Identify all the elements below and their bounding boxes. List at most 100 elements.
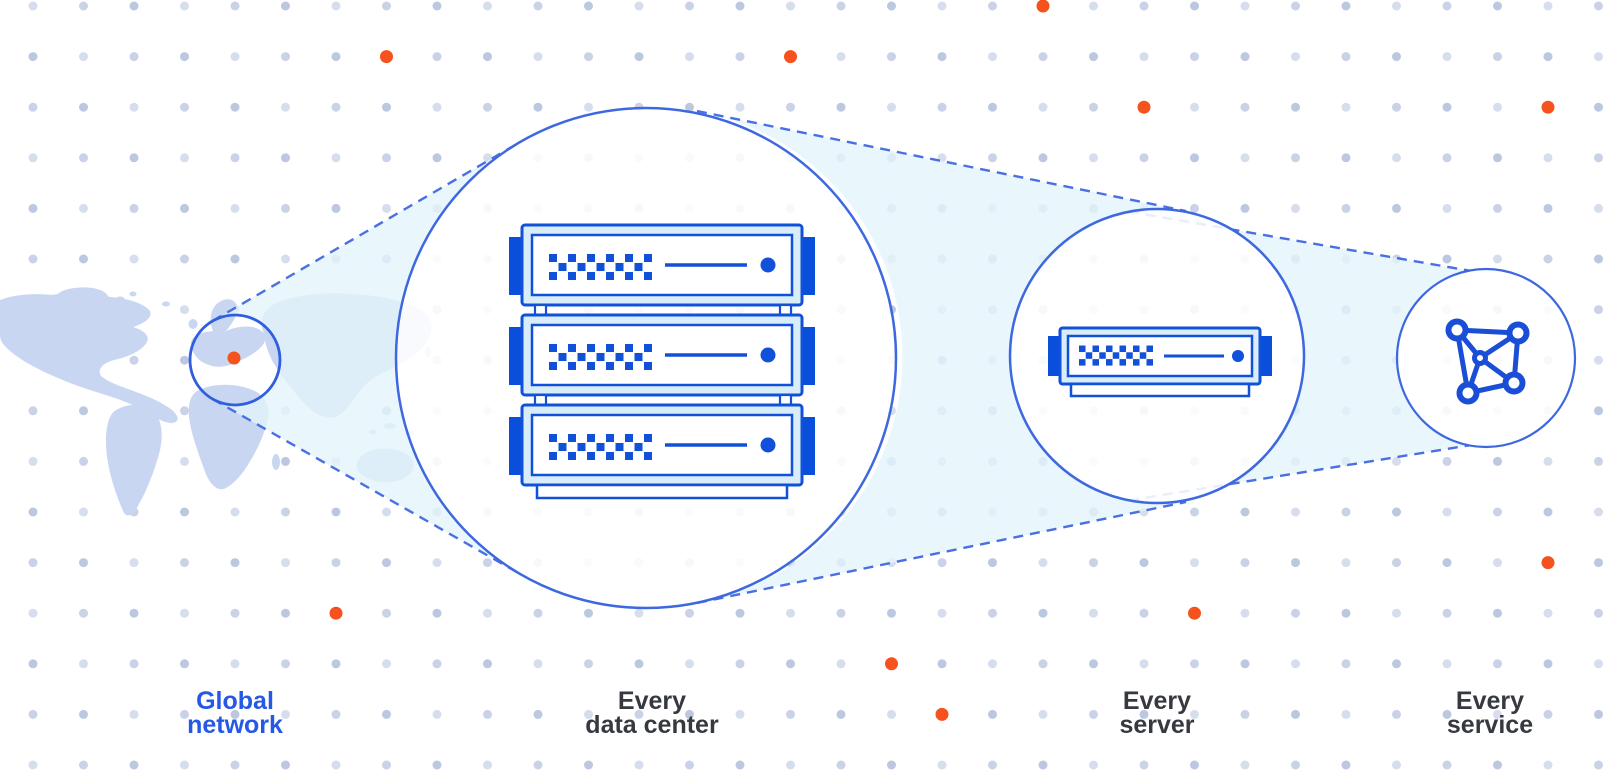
grid-dot bbox=[1089, 558, 1098, 568]
graph-node bbox=[1456, 381, 1480, 405]
led-square bbox=[568, 254, 576, 262]
grid-dot bbox=[1493, 456, 1502, 466]
server-power-dot bbox=[760, 257, 776, 273]
grid-dot bbox=[28, 709, 38, 719]
grid-dot bbox=[382, 1, 391, 11]
grid-dot bbox=[1038, 709, 1048, 719]
led-square bbox=[615, 353, 624, 361]
led-square bbox=[606, 272, 614, 280]
grid-dot bbox=[1493, 102, 1502, 112]
grid-dot bbox=[988, 709, 997, 719]
grid-dot bbox=[1190, 1, 1199, 11]
grid-dot bbox=[1392, 456, 1401, 466]
grid-dot bbox=[1341, 52, 1351, 62]
led-square bbox=[1099, 352, 1106, 359]
grid-dot bbox=[28, 558, 38, 568]
led-square bbox=[587, 434, 595, 442]
grid-dot bbox=[1543, 456, 1553, 466]
grid-dot bbox=[1392, 153, 1401, 163]
led-square bbox=[1126, 352, 1133, 359]
grid-dot bbox=[1139, 760, 1149, 770]
led-square bbox=[549, 362, 557, 370]
grid-dot bbox=[533, 709, 543, 719]
grid-dot bbox=[836, 659, 846, 669]
grid-dot bbox=[1442, 203, 1452, 213]
led-square bbox=[1079, 359, 1086, 366]
grid-dot bbox=[432, 102, 442, 112]
grid-dot bbox=[1594, 406, 1603, 416]
grid-dot bbox=[735, 608, 745, 618]
grid-dot bbox=[685, 659, 694, 669]
grid-dot bbox=[1493, 1, 1502, 11]
grid-dot bbox=[1543, 203, 1553, 213]
dashed-line bbox=[212, 397, 523, 577]
grid-dot bbox=[180, 608, 189, 618]
led-square bbox=[625, 434, 633, 442]
grid-dot bbox=[432, 760, 442, 770]
grid-dot bbox=[432, 709, 442, 719]
led-square bbox=[577, 353, 586, 361]
map-island bbox=[272, 454, 280, 470]
grid-dot bbox=[79, 760, 88, 770]
grid-dot bbox=[331, 709, 341, 719]
label-every-data-center: Every data center bbox=[585, 689, 718, 738]
grid-dot bbox=[1240, 52, 1250, 62]
graph-node bbox=[1445, 318, 1469, 342]
grid-dot bbox=[28, 659, 38, 669]
beam-server-to-service bbox=[1129, 209, 1469, 503]
grid-dot bbox=[28, 760, 38, 770]
grid-dot bbox=[1594, 355, 1603, 365]
grid-dot bbox=[483, 102, 492, 112]
grid-dot bbox=[1594, 153, 1603, 163]
grid-dot bbox=[180, 1, 189, 11]
grid-dot bbox=[129, 760, 139, 770]
grid-dot bbox=[937, 52, 947, 62]
grid-dot bbox=[786, 102, 795, 112]
location-marker-dot bbox=[227, 351, 241, 365]
grid-dot bbox=[634, 709, 644, 719]
grid-dot bbox=[1442, 558, 1452, 568]
grid-dot bbox=[786, 760, 795, 770]
grid-dot bbox=[1291, 760, 1300, 770]
graph-center-node bbox=[1472, 350, 1488, 366]
grid-dot bbox=[1291, 102, 1300, 112]
grid-dot bbox=[1594, 659, 1603, 669]
label-line-2: service bbox=[1446, 711, 1534, 739]
led-square bbox=[615, 443, 624, 451]
grid-dot bbox=[1341, 1, 1351, 11]
grid-dot bbox=[533, 1, 543, 11]
grid-dot bbox=[735, 709, 745, 719]
grid-dot bbox=[1341, 760, 1351, 770]
grid-dot bbox=[129, 254, 139, 264]
grid-dot bbox=[1442, 659, 1452, 669]
grid-dot bbox=[331, 1, 341, 11]
server-tab bbox=[801, 417, 815, 475]
grid-dot bbox=[382, 153, 391, 163]
grid-dot bbox=[1291, 558, 1300, 568]
led-square bbox=[568, 272, 576, 280]
led-square bbox=[1106, 345, 1113, 352]
server-power-dot bbox=[760, 347, 776, 363]
grid-dot bbox=[533, 608, 543, 618]
grid-dot bbox=[1291, 203, 1300, 213]
grid-dot bbox=[1493, 659, 1502, 669]
grid-dot bbox=[937, 608, 947, 618]
server-led-pattern bbox=[549, 344, 652, 370]
led-square bbox=[587, 272, 595, 280]
led-square bbox=[606, 344, 614, 352]
led-square bbox=[587, 452, 595, 460]
grid-dot bbox=[230, 709, 240, 719]
grid-dot bbox=[887, 1, 896, 11]
label-line-1: Every bbox=[1455, 687, 1525, 715]
grid-dot bbox=[1089, 102, 1098, 112]
grid-dot bbox=[1493, 608, 1502, 618]
grid-dot bbox=[1594, 456, 1603, 466]
grid-dot bbox=[129, 558, 139, 568]
grid-dot bbox=[281, 507, 290, 517]
label-every-service: Every service bbox=[1446, 687, 1534, 739]
grid-dot bbox=[1240, 102, 1250, 112]
grid-dot bbox=[1543, 608, 1553, 618]
grid-dot bbox=[230, 52, 240, 62]
grid-dot bbox=[483, 558, 492, 568]
led-square bbox=[606, 452, 614, 460]
